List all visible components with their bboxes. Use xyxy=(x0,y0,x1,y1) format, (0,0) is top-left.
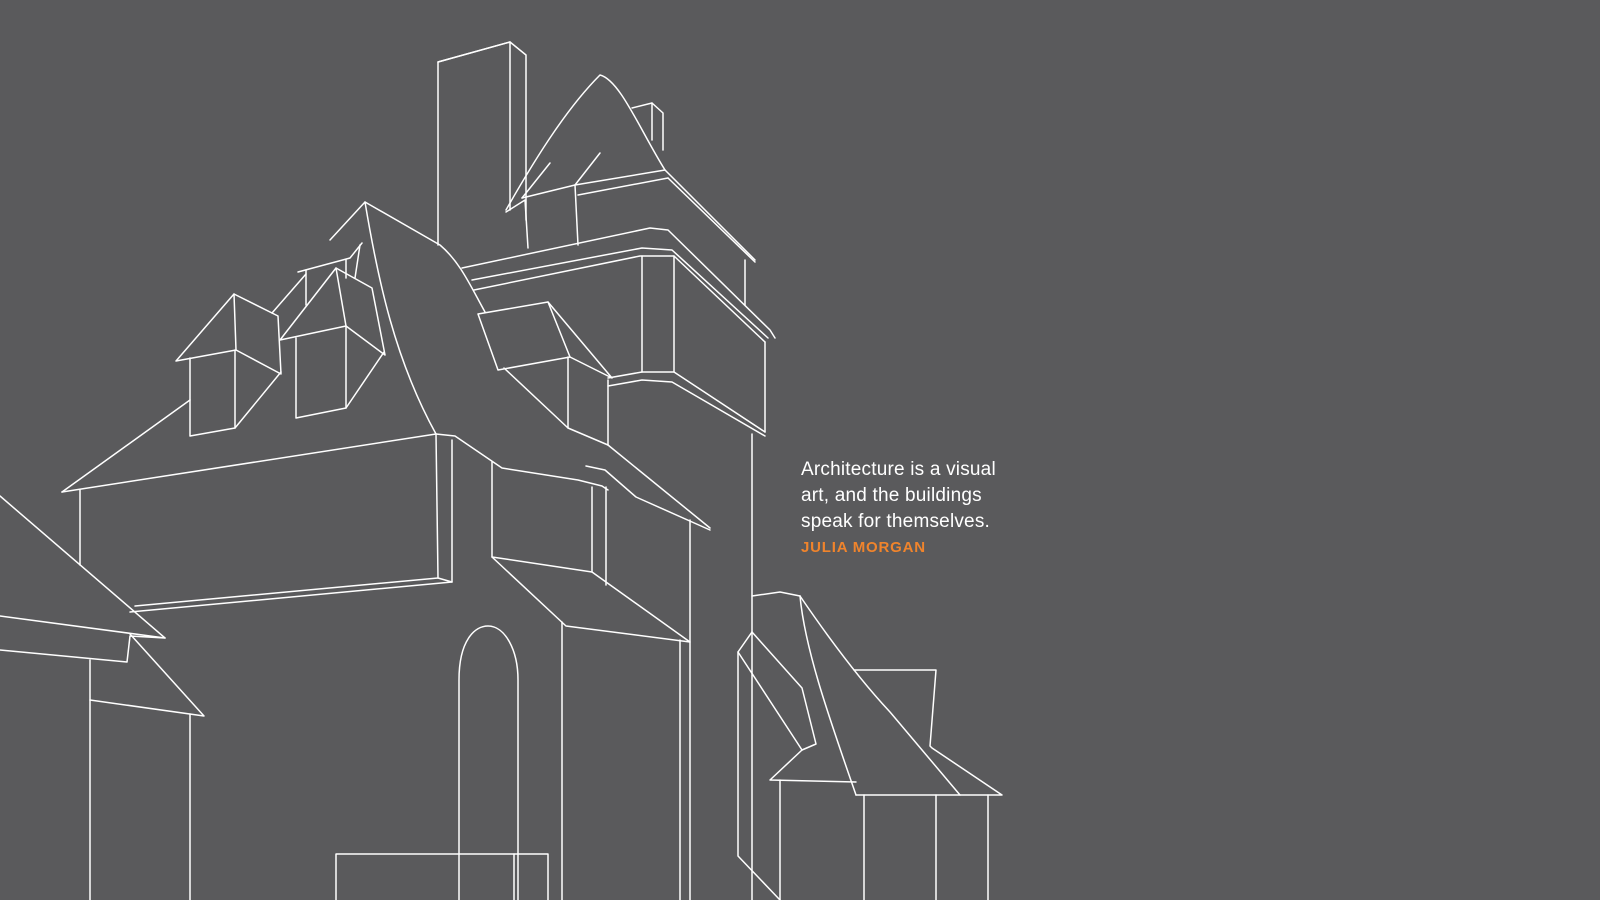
left-foreground-roof xyxy=(0,495,205,900)
dormer-center xyxy=(271,242,386,419)
tower-spire xyxy=(505,74,756,306)
chimney xyxy=(437,41,527,246)
dormer-left xyxy=(175,293,282,437)
quote-line: speak for themselves. xyxy=(801,511,991,532)
quote-line: Architecture is a visual xyxy=(801,459,996,480)
quote-line: art, and the buildings xyxy=(801,485,982,506)
quote-text: Architecture is a visual art, and the bu… xyxy=(801,457,1061,535)
quote-author: JULIA MORGAN xyxy=(801,539,926,556)
dormer-right xyxy=(477,301,613,446)
arched-doorway xyxy=(335,625,549,900)
quote-block: Architecture is a visual art, and the bu… xyxy=(801,457,1061,556)
main-roof xyxy=(61,201,711,531)
tower-body xyxy=(461,227,776,900)
right-wing xyxy=(737,591,1003,900)
main-wall xyxy=(79,433,691,900)
